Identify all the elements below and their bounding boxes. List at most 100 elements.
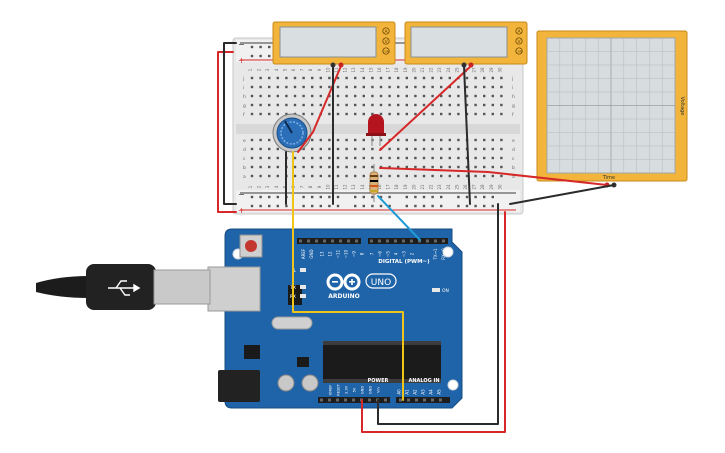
rail-hole[interactable]: [328, 204, 331, 208]
breadboard-hole[interactable]: [311, 94, 314, 98]
wire-red-5v[interactable]: [361, 211, 506, 433]
breadboard-hole[interactable]: [414, 103, 417, 107]
breadboard-hole[interactable]: [422, 103, 426, 107]
breadboard-hole[interactable]: [448, 103, 451, 107]
breadboard-hole[interactable]: [293, 76, 297, 80]
breadboard-hole[interactable]: [457, 156, 460, 160]
rail-hole[interactable]: [259, 45, 262, 49]
breadboard-hole[interactable]: [302, 174, 305, 178]
breadboard-hole[interactable]: [440, 103, 443, 107]
breadboard-hole[interactable]: [362, 103, 365, 107]
header-pin[interactable]: [402, 239, 405, 243]
breadboard-hole[interactable]: [259, 138, 262, 142]
breadboard-hole[interactable]: [491, 94, 494, 98]
rail-hole[interactable]: [336, 195, 340, 199]
usb-cable[interactable]: [36, 264, 211, 310]
breadboard-hole[interactable]: [422, 174, 426, 178]
breadboard-hole[interactable]: [354, 147, 357, 151]
breadboard-hole[interactable]: [457, 112, 460, 116]
breadboard-hole[interactable]: [268, 103, 271, 107]
header-pin[interactable]: [415, 398, 418, 402]
breadboard-hole[interactable]: [431, 112, 434, 116]
breadboard-hole[interactable]: [250, 94, 254, 98]
breadboard-hole[interactable]: [448, 112, 451, 116]
breadboard-hole[interactable]: [388, 76, 391, 80]
breadboard-hole[interactable]: [448, 147, 451, 151]
breadboard-hole[interactable]: [302, 156, 305, 160]
breadboard-hole[interactable]: [259, 76, 262, 80]
breadboard-hole[interactable]: [483, 94, 486, 98]
breadboard-hole[interactable]: [422, 76, 426, 80]
header-pin[interactable]: [386, 239, 389, 243]
breadboard-hole[interactable]: [483, 112, 486, 116]
breadboard-hole[interactable]: [474, 165, 477, 169]
reset-button[interactable]: [245, 240, 257, 252]
rail-hole[interactable]: [431, 204, 434, 208]
wire-yellow-a0[interactable]: [292, 151, 404, 401]
digital-header-right[interactable]: [368, 238, 448, 244]
rail-hole[interactable]: [336, 204, 340, 208]
breadboard-hole[interactable]: [397, 138, 400, 142]
breadboard-hole[interactable]: [371, 103, 374, 107]
breadboard-hole[interactable]: [328, 138, 331, 142]
header-pin[interactable]: [439, 398, 442, 402]
rail-hole[interactable]: [440, 204, 443, 208]
rail-hole[interactable]: [362, 204, 365, 208]
breadboard-hole[interactable]: [414, 165, 417, 169]
breadboard-hole[interactable]: [293, 103, 297, 107]
breadboard-hole[interactable]: [491, 103, 494, 107]
breadboard-hole[interactable]: [474, 147, 477, 151]
breadboard-hole[interactable]: [276, 94, 279, 98]
breadboard-hole[interactable]: [448, 94, 451, 98]
breadboard-hole[interactable]: [336, 85, 340, 89]
breadboard-hole[interactable]: [448, 165, 451, 169]
breadboard-hole[interactable]: [302, 103, 305, 107]
header-pin[interactable]: [434, 239, 437, 243]
breadboard-hole[interactable]: [414, 156, 417, 160]
breadboard-hole[interactable]: [268, 138, 271, 142]
breadboard-hole[interactable]: [328, 76, 331, 80]
breadboard-hole[interactable]: [491, 112, 494, 116]
multimeter-1-terminal-a[interactable]: [382, 27, 390, 35]
breadboard-hole[interactable]: [457, 174, 460, 178]
red-led[interactable]: [366, 114, 386, 146]
breadboard-hole[interactable]: [328, 174, 331, 178]
breadboard-hole[interactable]: [465, 103, 469, 107]
wire-red-left[interactable]: [217, 51, 237, 213]
breadboard-hole[interactable]: [311, 85, 314, 89]
breadboard-hole[interactable]: [431, 147, 434, 151]
breadboard-hole[interactable]: [345, 174, 348, 178]
header-pin[interactable]: [320, 398, 323, 402]
header-pin[interactable]: [331, 239, 334, 243]
breadboard-hole[interactable]: [405, 85, 408, 89]
breadboard-hole[interactable]: [388, 156, 391, 160]
breadboard-hole[interactable]: [491, 147, 494, 151]
breadboard-hole[interactable]: [268, 112, 271, 116]
breadboard-hole[interactable]: [422, 156, 426, 160]
breadboard-hole[interactable]: [483, 147, 486, 151]
breadboard-hole[interactable]: [474, 103, 477, 107]
wire-black-left[interactable]: [223, 42, 237, 205]
breadboard-hole[interactable]: [319, 156, 322, 160]
breadboard-hole[interactable]: [431, 103, 434, 107]
breadboard-hole[interactable]: [414, 85, 417, 89]
breadboard-hole[interactable]: [250, 76, 254, 80]
rail-hole[interactable]: [388, 204, 391, 208]
breadboard-hole[interactable]: [336, 76, 340, 80]
breadboard-hole[interactable]: [388, 165, 391, 169]
breadboard-hole[interactable]: [259, 174, 262, 178]
breadboard-hole[interactable]: [483, 103, 486, 107]
breadboard-hole[interactable]: [354, 174, 357, 178]
breadboard-hole[interactable]: [500, 147, 503, 151]
breadboard-hole[interactable]: [422, 165, 426, 169]
breadboard-hole[interactable]: [362, 174, 365, 178]
breadboard-hole[interactable]: [397, 174, 400, 178]
breadboard-hole[interactable]: [448, 76, 451, 80]
breadboard-hole[interactable]: [345, 76, 348, 80]
breadboard-hole[interactable]: [465, 76, 469, 80]
breadboard-hole[interactable]: [388, 174, 391, 178]
breadboard-hole[interactable]: [319, 76, 322, 80]
breadboard-hole[interactable]: [474, 156, 477, 160]
breadboard-hole[interactable]: [259, 165, 262, 169]
